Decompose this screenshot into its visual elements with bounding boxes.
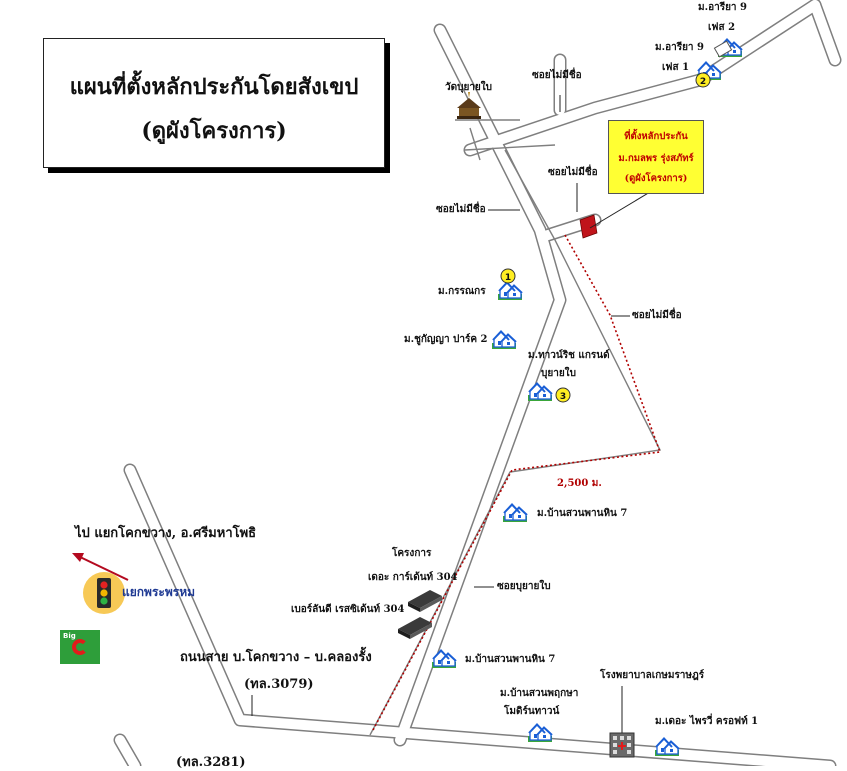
label-ariya9-phase1-name: ม.อารียา 9 xyxy=(655,42,704,53)
house-icon-suanpruksa xyxy=(527,723,553,743)
label-to-srimahaphot: ไป แยกโคกขวาง, อ.ศรีมหาโพธิ xyxy=(75,526,257,541)
map-title: แผนที่ตั้งหลักประกันโดยสังเขป xyxy=(69,74,359,100)
label-temple: วัดบุยายใบ xyxy=(445,82,493,93)
marker-1: 1 xyxy=(500,268,516,284)
label-road-code: (ทล.3079) xyxy=(244,677,314,692)
label-townrich-name: ม.ทาวน์ริช แกรนด์ xyxy=(528,350,610,361)
traffic-light-icon xyxy=(83,572,125,614)
label-soi-buyaibai: ซอยบุยายใบ xyxy=(497,581,551,592)
label-project: โครงการ xyxy=(392,548,432,559)
callout-line-2: ม.กมลพร รุ่งสภัทร์ xyxy=(618,153,694,164)
bigc-logo-text: Big xyxy=(63,632,76,640)
svg-text:2: 2 xyxy=(700,77,706,87)
label-soi-mid: ซอยไม่มีชื่อ xyxy=(548,167,598,178)
label-berlandi304: เบอร์ลันดี เรสซิเด้นท์ 304 xyxy=(291,604,405,615)
label-road-name: ถนนสาย บ.โคกขวาง – บ.คลองรั้ง xyxy=(180,650,372,665)
house-icon-kornnakorn xyxy=(497,281,523,301)
temple-icon xyxy=(457,92,481,119)
condo-icon-berlandi304 xyxy=(398,617,432,639)
direction-arrow-icon xyxy=(72,553,129,581)
collateral-site-marker xyxy=(579,214,598,239)
label-soi-top: ซอยไม่มีชื่อ xyxy=(532,70,582,81)
label-road-code-bottom: (ทล.3281) xyxy=(176,755,246,770)
callout-line-3: (ดูผังโครงการ) xyxy=(624,173,688,184)
bigc-c-icon xyxy=(72,639,88,655)
building-outline-icon xyxy=(713,40,733,58)
label-townrich-area: บุยายใบ xyxy=(541,368,576,379)
label-ariya9-phase2-phase: เฟส 2 xyxy=(708,22,736,33)
label-suanpathin-2: ม.บ้านสวนพานหิน 7 xyxy=(465,654,556,665)
condo-icon-garden304 xyxy=(408,590,442,612)
leader-lines xyxy=(251,95,630,716)
map-subtitle: (ดูผังโครงการ) xyxy=(141,118,287,144)
label-suanpathin-1: ม.บ้านสวนพานหิน 7 xyxy=(537,508,628,519)
label-junction: แยกพระพรหม xyxy=(122,585,196,599)
label-kornnakorn: ม.กรรณกร xyxy=(438,286,486,297)
collateral-callout: ที่ตั้งหลักประกัน ม.กมลพร รุ่งสภัทร์ (ดู… xyxy=(608,120,704,194)
label-distance: 2,500 ม. xyxy=(557,478,602,489)
label-soi-left: ซอยไม่มีชื่อ xyxy=(436,204,486,215)
label-soi-right: ซอยไม่มีชื่อ xyxy=(632,310,682,321)
house-icon-chukanya xyxy=(491,330,517,350)
label-garden304: เดอะ การ์เด้นท์ 304 xyxy=(368,572,458,583)
bigc-logo: Big xyxy=(60,630,100,664)
label-theprairie: ม.เดอะ ไพรวี่ ครอฟท์ 1 xyxy=(655,716,759,727)
label-ariya9-phase1-phase: เฟส 1 xyxy=(662,62,690,73)
label-suanpruksa-name: ม.บ้านสวนพฤกษา xyxy=(500,688,579,699)
road-network xyxy=(113,0,842,766)
label-suanpruksa-type: โมดิร์นทาวน์ xyxy=(504,706,560,717)
marker-3: 3 xyxy=(555,387,571,403)
label-ariya9-phase2-name: ม.อารียา 9 xyxy=(698,2,747,13)
svg-text:1: 1 xyxy=(505,273,511,283)
label-hospital: โรงพยาบาลเกษมราษฎร์ xyxy=(600,670,705,681)
hospital-icon xyxy=(609,732,635,758)
map-title-box: แผนที่ตั้งหลักประกันโดยสังเขป (ดูผังโครง… xyxy=(43,38,385,168)
callout-line-1: ที่ตั้งหลักประกัน xyxy=(624,131,688,142)
svg-text:3: 3 xyxy=(560,392,566,402)
house-icon-theprairie xyxy=(654,737,680,757)
label-chukanya: ม.ชูกัญญา ปาร์ค 2 xyxy=(404,334,488,345)
marker-2: 2 xyxy=(695,72,711,88)
house-icon-suanpathin-1 xyxy=(502,503,528,523)
